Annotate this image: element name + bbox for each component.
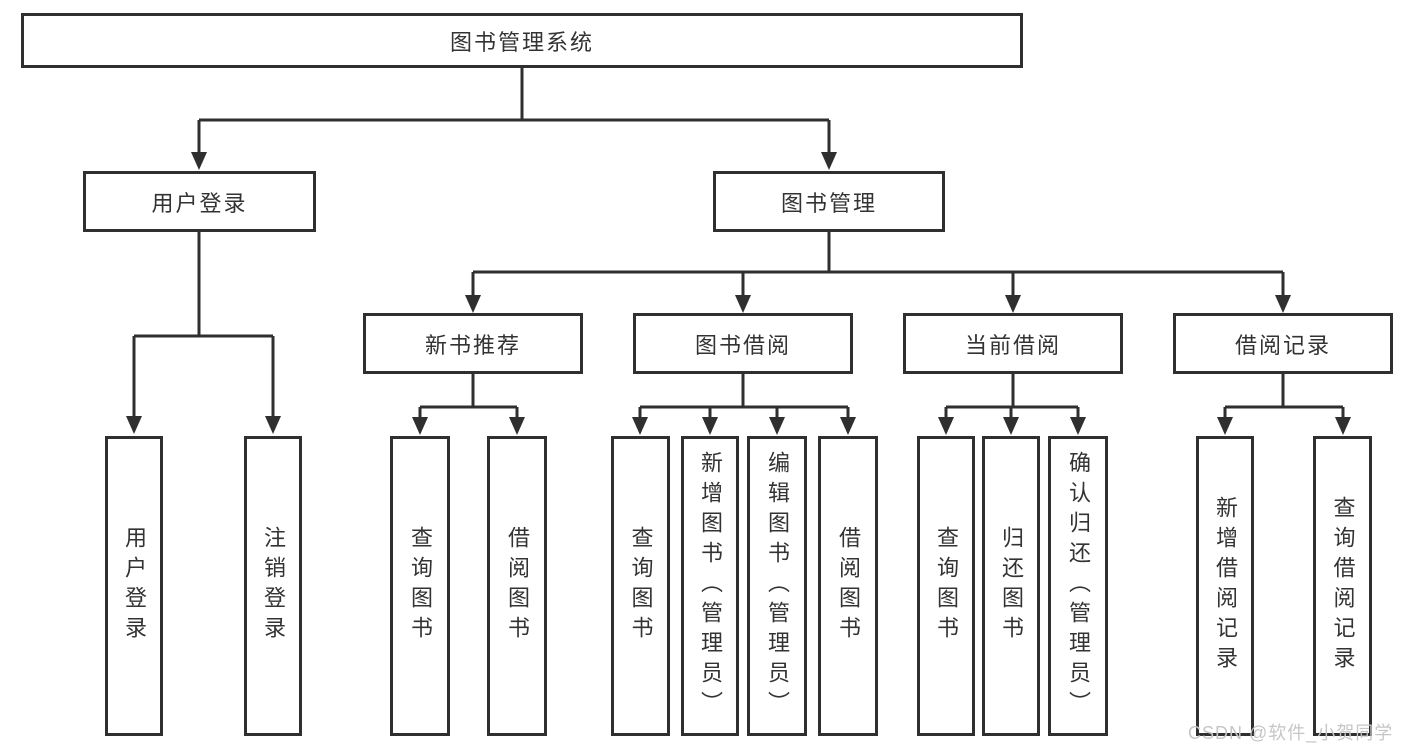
leaf-nb-borrow-book-label: 借阅图书	[505, 526, 530, 646]
node-user-login-label: 用户登录	[151, 190, 248, 216]
node-user-login: 用户登录	[83, 171, 316, 232]
leaf-cb-query-book: 查询图书	[917, 436, 975, 736]
leaf-cb-return-book-label: 归还图书	[999, 526, 1024, 646]
leaf-cb-confirm-return-admin: 确认归还（管理员）	[1048, 436, 1108, 736]
node-book-borrow-label: 图书借阅	[694, 332, 791, 358]
leaf-bb-query-book: 查询图书	[611, 436, 670, 736]
leaf-logout: 注销登录	[244, 436, 302, 736]
leaf-br-query-record-label: 查询借阅记录	[1330, 496, 1356, 676]
leaf-user-login: 用户登录	[105, 436, 163, 736]
leaf-br-add-record: 新增借阅记录	[1196, 436, 1254, 736]
leaf-nb-query-book: 查询图书	[390, 436, 450, 736]
leaf-user-login-label: 用户登录	[122, 526, 147, 646]
leaf-bb-borrow-book: 借阅图书	[818, 436, 878, 736]
node-current-borrow: 当前借阅	[903, 313, 1123, 374]
node-new-book-recommend: 新书推荐	[363, 313, 583, 374]
node-root-label: 图书管理系统	[449, 29, 594, 55]
node-new-book-recommend-label: 新书推荐	[424, 332, 521, 358]
connector-paths	[132, 68, 1345, 417]
leaf-bb-edit-book-admin-label: 编辑图书（管理员）	[765, 451, 790, 721]
leaf-bb-borrow-book-label: 借阅图书	[836, 526, 861, 646]
node-book-management-label: 图书管理	[780, 190, 877, 216]
leaf-logout-label: 注销登录	[261, 526, 286, 646]
leaf-bb-add-book-admin: 新增图书（管理员）	[681, 436, 739, 736]
node-borrow-records: 借阅记录	[1173, 313, 1393, 374]
leaf-bb-query-book-label: 查询图书	[628, 526, 654, 646]
node-root: 图书管理系统	[21, 13, 1023, 68]
csdn-watermark: CSDN @软件_小贺同学	[1188, 723, 1394, 743]
node-current-borrow-label: 当前借阅	[964, 332, 1061, 358]
node-book-management: 图书管理	[713, 171, 945, 232]
leaf-bb-edit-book-admin: 编辑图书（管理员）	[747, 436, 807, 736]
leaf-bb-add-book-admin-label: 新增图书（管理员）	[698, 451, 723, 721]
leaf-br-query-record: 查询借阅记录	[1313, 436, 1372, 736]
leaf-cb-return-book: 归还图书	[982, 436, 1040, 736]
connector-arrows	[126, 152, 1351, 435]
leaf-cb-confirm-return-admin-label: 确认归还（管理员）	[1066, 451, 1091, 721]
leaf-nb-borrow-book: 借阅图书	[487, 436, 547, 736]
leaf-nb-query-book-label: 查询图书	[408, 526, 433, 646]
leaf-br-add-record-label: 新增借阅记录	[1213, 496, 1238, 676]
leaf-cb-query-book-label: 查询图书	[934, 526, 959, 646]
node-book-borrow: 图书借阅	[633, 313, 853, 374]
node-borrow-records-label: 借阅记录	[1234, 332, 1331, 358]
